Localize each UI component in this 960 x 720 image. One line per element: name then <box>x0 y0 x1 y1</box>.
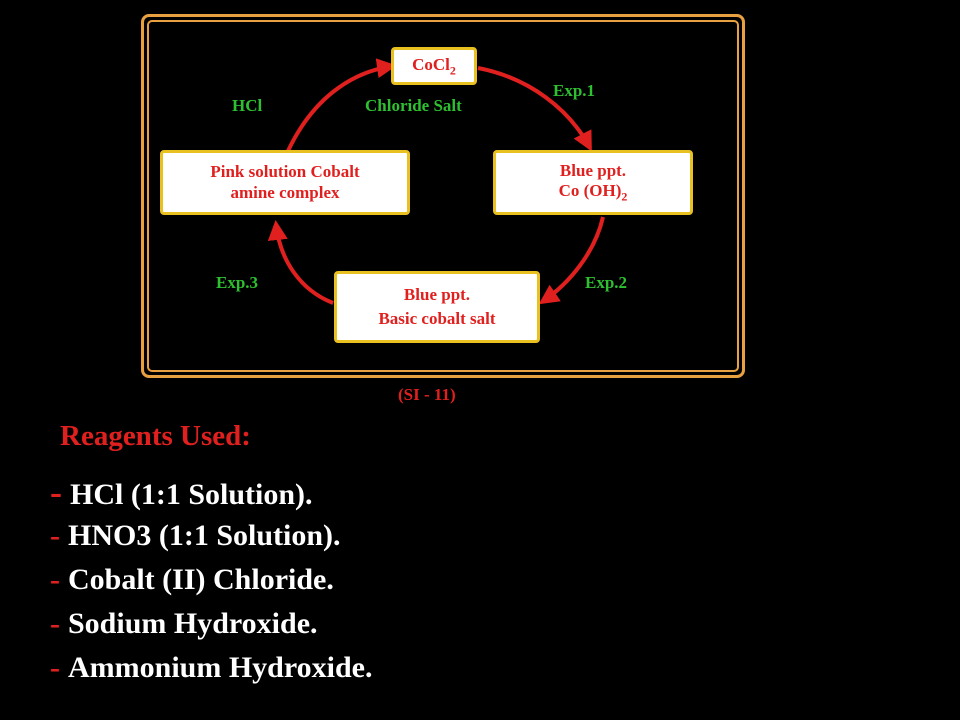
node-pink-line2: amine complex <box>230 182 340 202</box>
node-basic-line1: Blue ppt. <box>403 284 471 304</box>
bullet-dash: - <box>50 651 60 684</box>
node-cocl2-label: CoCl2 <box>412 54 456 77</box>
reagents-title: Reagents Used: <box>60 420 251 452</box>
node-cocl2: CoCl2 <box>391 47 477 85</box>
reagent-item: -HCl (1:1 Solution). <box>50 470 372 514</box>
reagents-list: -HCl (1:1 Solution). -HNO3 (1:1 Solution… <box>50 470 372 690</box>
node-blue-ppt-basic: Blue ppt. Basic cobalt salt <box>334 271 540 343</box>
node-pink-line1: Pink solution Cobalt <box>210 162 360 182</box>
arrow-blue-oh-to-basic <box>538 216 605 305</box>
node-pink-solution: Pink solution Cobalt amine complex <box>160 150 410 215</box>
bullet-dash: - <box>50 472 62 512</box>
reagent-text: HNO3 (1:1 Solution). <box>68 519 341 552</box>
node-blue-ppt-hydroxide: Blue ppt. Co (OH)2 <box>493 150 693 215</box>
reagent-item: -Ammonium Hydroxide. <box>50 646 372 690</box>
node-basic-line2: Basic cobalt salt <box>378 309 496 328</box>
reagent-text: Ammonium Hydroxide. <box>68 651 373 684</box>
reagent-item: -HNO3 (1:1 Solution). <box>50 514 372 558</box>
figure-caption: (SI - 11) <box>398 385 456 404</box>
arrow-basic-to-pink <box>267 220 334 305</box>
label-hcl: HCl <box>232 96 263 115</box>
reagent-text: Cobalt (II) Chloride. <box>68 563 334 596</box>
reagent-text: Sodium Hydroxide. <box>68 607 318 640</box>
bullet-dash: - <box>50 563 60 596</box>
label-exp1: Exp.1 <box>553 81 596 100</box>
arrow-pink-to-cocl2 <box>286 58 397 152</box>
bullet-dash: - <box>50 519 60 552</box>
reagent-item: -Sodium Hydroxide. <box>50 602 372 646</box>
reagent-text: HCl (1:1 Solution). <box>70 478 313 511</box>
node-blue-oh-line1: Blue ppt. <box>559 160 627 180</box>
reagent-item: -Cobalt (II) Chloride. <box>50 558 372 602</box>
diagram-frame-inner <box>147 20 739 372</box>
arrow-cocl2-to-blue-oh <box>477 66 592 152</box>
node-blue-oh-line2: Co (OH)2 <box>558 181 628 204</box>
label-chloride-salt: Chloride Salt <box>365 96 462 115</box>
diagram-frame <box>141 14 745 378</box>
label-exp3: Exp.3 <box>216 273 259 292</box>
label-exp2: Exp.2 <box>585 273 628 292</box>
bullet-dash: - <box>50 607 60 640</box>
